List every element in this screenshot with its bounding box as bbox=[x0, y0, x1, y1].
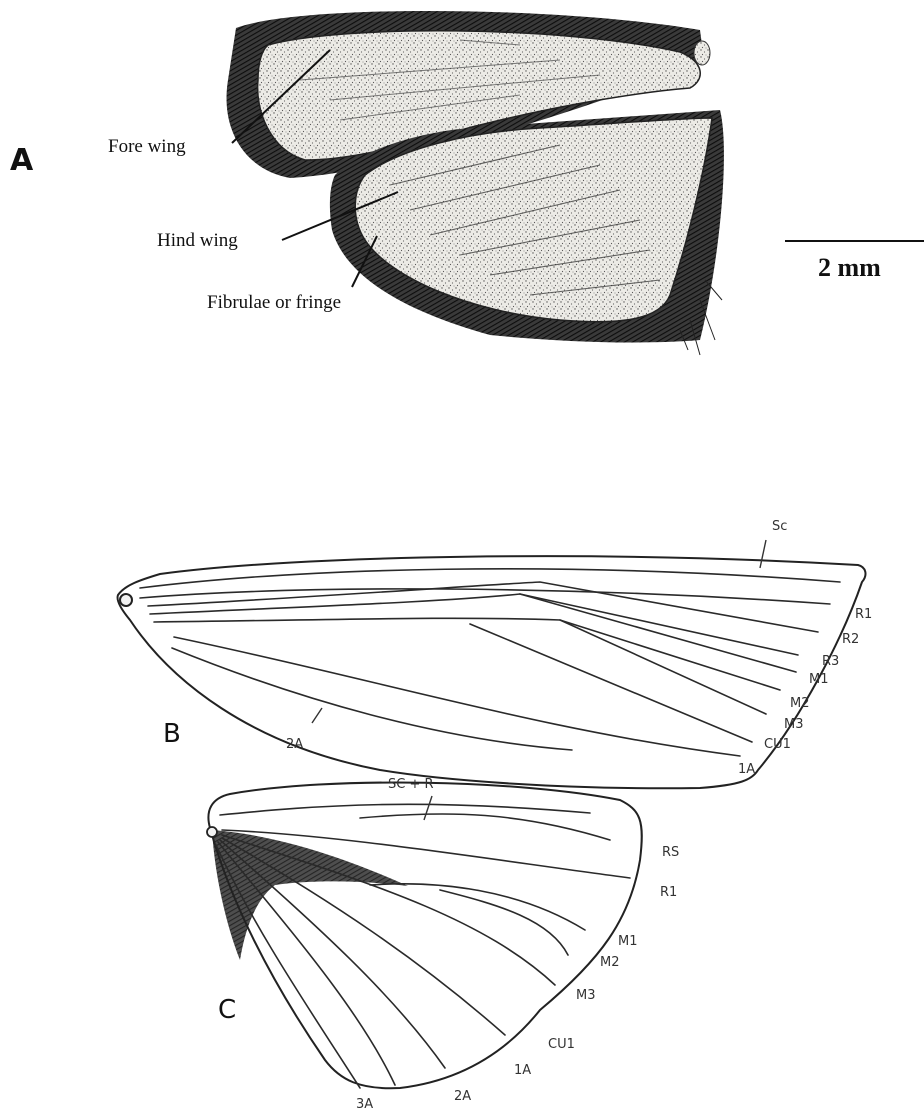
panel-a: A bbox=[10, 11, 924, 355]
vein-label-cu1-c: CU1 bbox=[548, 1037, 575, 1052]
vein-label-r1-c: R1 bbox=[660, 885, 677, 900]
panel-a-letter: A bbox=[10, 143, 34, 178]
wing-base-knob bbox=[694, 41, 710, 65]
vein-label-1a: 1A bbox=[738, 762, 755, 777]
vein-label-m3-c: M3 bbox=[576, 988, 596, 1003]
panel-b: B Sc R1 R2 R3 M1 M2 M3 CU1 1A 2A bbox=[118, 519, 873, 788]
vein-label-3a-c: 3A bbox=[356, 1097, 373, 1110]
vein-label-sc-r: SC + R bbox=[388, 777, 434, 792]
vein-label-1a-c: 1A bbox=[514, 1063, 531, 1078]
panel-b-letter: B bbox=[163, 719, 181, 749]
panel-b-veins bbox=[140, 569, 840, 756]
fringe-label: Fibrulae or fringe bbox=[207, 292, 341, 313]
vein-label-m1-c: M1 bbox=[618, 934, 638, 949]
panel-c-basal-node bbox=[207, 827, 217, 837]
vein-label-r2: R2 bbox=[842, 632, 859, 647]
2a-pointer-b bbox=[312, 708, 322, 723]
panel-b-basal-node bbox=[120, 594, 132, 606]
vein-label-2a: 2A bbox=[286, 737, 303, 752]
panel-c: C SC + R RS R1 M1 M2 M3 CU1 1A 2A 3A bbox=[207, 777, 679, 1110]
fore-wing-label: Fore wing bbox=[108, 136, 186, 157]
vein-label-2a-c: 2A bbox=[454, 1089, 471, 1104]
scale-bar-label: 2 mm bbox=[818, 253, 881, 282]
vein-label-m2-c: M2 bbox=[600, 955, 620, 970]
vein-label-m1: M1 bbox=[809, 672, 829, 687]
hind-wing-label: Hind wing bbox=[157, 230, 238, 251]
sc-r-pointer bbox=[424, 796, 432, 820]
vein-label-m3: M3 bbox=[784, 717, 804, 732]
vein-label-cu1: CU1 bbox=[764, 737, 791, 752]
vein-label-sc: Sc bbox=[772, 519, 787, 534]
vein-label-m2: M2 bbox=[790, 696, 810, 711]
vein-label-r3: R3 bbox=[822, 654, 839, 669]
panel-c-letter: C bbox=[218, 995, 236, 1025]
vein-label-rs: RS bbox=[662, 845, 679, 860]
panel-b-wing-outline bbox=[118, 556, 866, 788]
vein-label-r1: R1 bbox=[855, 607, 872, 622]
sc-pointer bbox=[760, 540, 766, 568]
